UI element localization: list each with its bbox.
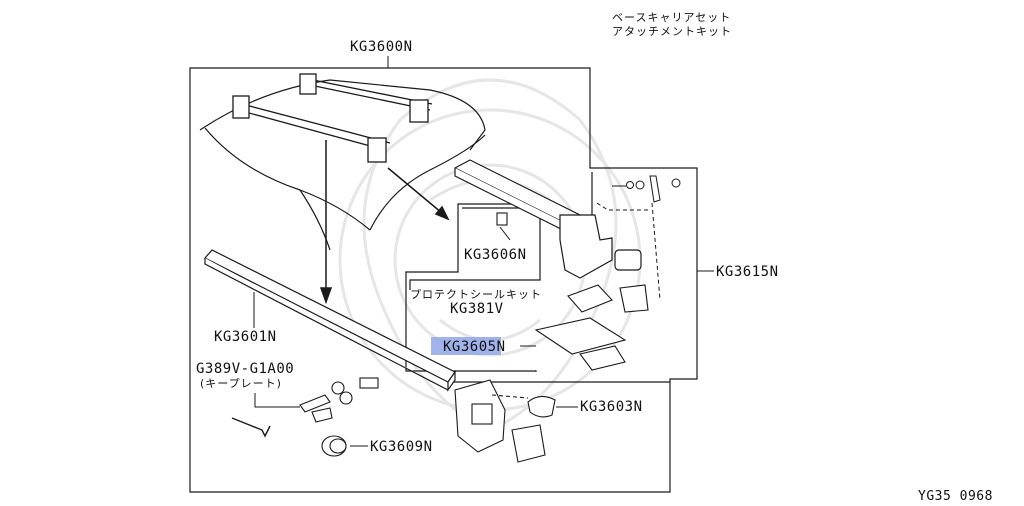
part-label-bracket[interactable]: KG3606N: [464, 247, 527, 263]
footer-code: YG35 0968: [918, 489, 993, 504]
bar-detail: [453, 159, 642, 279]
bracket-pieces: [496, 212, 649, 313]
seal-kit-name: プロテクトシールキット: [410, 288, 542, 301]
washer-icon: [626, 181, 634, 189]
part-label-key-plate-code[interactable]: G389V-G1A00: [196, 361, 295, 377]
header-line-1: ベースキャリアセット: [612, 11, 732, 24]
bracket-frame: [409, 207, 541, 290]
part-label-key-plate-name: (キープレート): [200, 377, 282, 390]
key-plate-leader: [254, 393, 300, 408]
arrows: [319, 140, 450, 305]
part-label-end-cover[interactable]: KG3603N: [580, 399, 643, 415]
part-label-protect-sheet[interactable]: KG3605N: [443, 339, 506, 355]
bar-part: [204, 249, 456, 392]
end-pieces: [454, 379, 556, 463]
nut-icon: [635, 180, 645, 190]
car-roof: [199, 79, 486, 251]
part-label-main-set[interactable]: KG3600N: [350, 39, 413, 55]
cap-part: [321, 435, 347, 457]
key-icon: [299, 377, 379, 423]
protect-sheets: [534, 317, 627, 371]
part-label-seal-kit[interactable]: KG381V: [450, 301, 504, 317]
part-label-attachment-kit[interactable]: KG3615N: [716, 264, 779, 280]
part-label-bar[interactable]: KG3601N: [214, 329, 277, 345]
roof-rails: [232, 73, 433, 163]
hex-wrench-icon: [231, 417, 271, 438]
hardware-set: [596, 175, 681, 301]
part-label-cap[interactable]: KG3609N: [370, 439, 433, 455]
highlight-marker: [431, 337, 501, 355]
main-set-frame: [189, 67, 698, 493]
label-leaders: [253, 226, 714, 447]
header-line-2: アタッチメントキット: [612, 25, 732, 38]
